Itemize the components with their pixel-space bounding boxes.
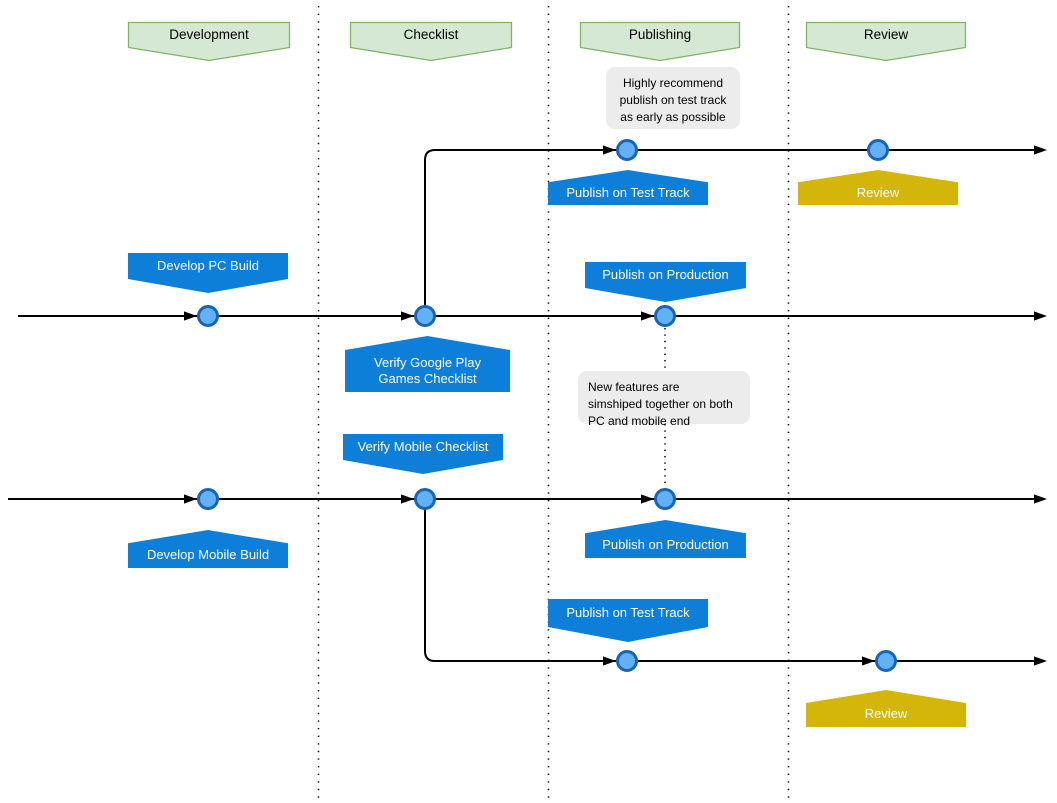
arrowhead [401, 311, 414, 321]
arrowhead [184, 311, 197, 321]
note-test-track-recommendation: Highly recommend publish on test track a… [606, 67, 740, 129]
arrowhead [641, 311, 654, 321]
note-simship: New features are simshiped together on b… [578, 371, 750, 428]
arrowhead [1034, 494, 1047, 504]
lane-header-review: Review [863, 27, 909, 42]
arrowhead [1034, 145, 1047, 155]
milestone-node [654, 305, 676, 327]
milestone-node [616, 139, 638, 161]
milestone-node [616, 650, 638, 672]
milestone-node [654, 488, 676, 510]
lane-header-shape [805, 21, 967, 62]
milestone-node [414, 488, 436, 510]
task-banner-verify-google-play-games-checklist: Verify Google Play Games Checklist [345, 336, 510, 392]
milestone-node [197, 305, 219, 327]
milestone-node [197, 488, 219, 510]
arrowhead [184, 494, 197, 504]
task-banner-develop-mobile-build: Develop Mobile Build [128, 530, 288, 568]
mobile-testtrack-branch [424, 499, 1036, 662]
arrowhead [641, 494, 654, 504]
pc-testtrack-branch [424, 149, 1036, 316]
arrowhead [862, 656, 875, 666]
lane-header-checklist: Checklist [403, 27, 459, 42]
milestone-node [867, 139, 889, 161]
lane-header-shape [127, 21, 291, 62]
milestone-node [414, 305, 436, 327]
arrowhead [603, 656, 616, 666]
arrowhead [603, 145, 616, 155]
lane-header-shape [579, 21, 741, 62]
arrowhead [1034, 311, 1047, 321]
milestone-node [875, 650, 897, 672]
arrowhead [1034, 656, 1047, 666]
lane-header-development: Development [169, 27, 249, 42]
lane-header-shape [349, 21, 513, 62]
arrowhead [401, 494, 414, 504]
lane-header-publishing: Publishing [628, 27, 692, 42]
